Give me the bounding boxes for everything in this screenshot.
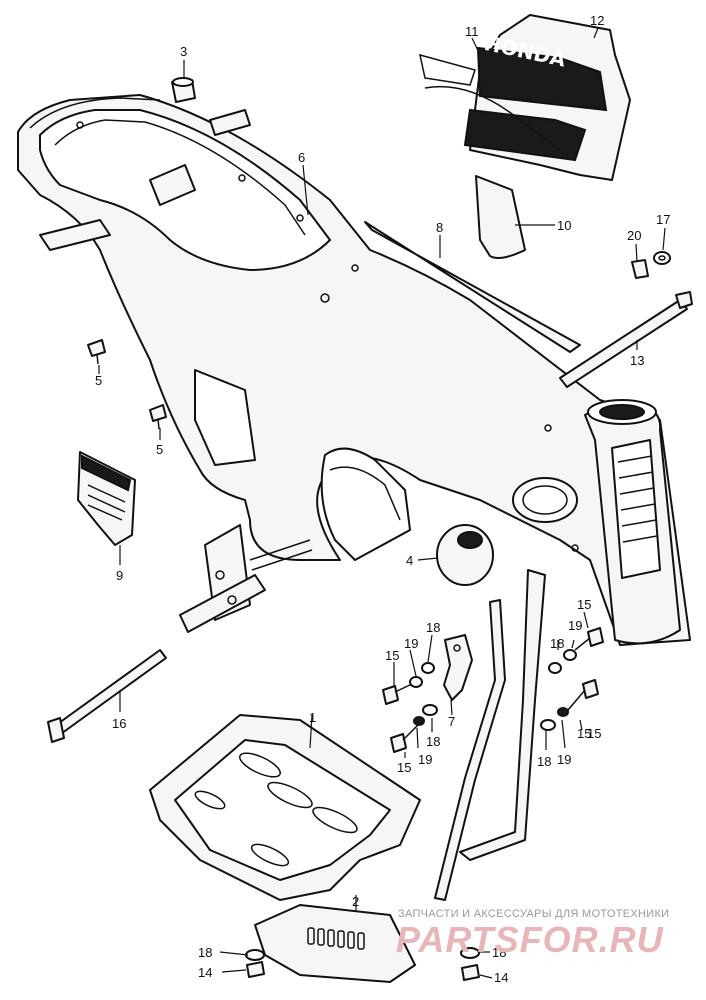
callout-3: 3 <box>180 44 187 59</box>
part-1-floor-board <box>149 714 421 901</box>
callout-19-d: 19 <box>418 752 432 767</box>
fastener-cluster-left <box>382 662 438 753</box>
callout-1: 1 <box>309 710 316 725</box>
callout-14-a: 14 <box>198 965 212 980</box>
callout-7: 7 <box>448 714 455 729</box>
part-10-plate <box>475 175 526 259</box>
callout-2: 2 <box>352 894 359 909</box>
steering-head-tube <box>584 399 681 645</box>
leader-lines <box>98 27 666 979</box>
part-4-grommet <box>436 524 494 586</box>
part-18-grommet-left <box>245 949 265 961</box>
part-2-step-cover <box>254 904 416 983</box>
part-5-screw-upper <box>87 339 106 365</box>
callout-19-a: 19 <box>404 636 418 651</box>
callout-12: 12 <box>590 13 604 28</box>
callout-19-b: 19 <box>568 618 582 633</box>
callout-15-b: 15 <box>577 597 591 612</box>
callout-13: 13 <box>630 353 644 368</box>
callout-18-e: 18 <box>198 945 212 960</box>
callout-15-c: 15 <box>577 726 591 741</box>
part-7-bracket <box>443 634 473 701</box>
part-3-nut <box>171 77 196 103</box>
callout-11: 11 <box>465 24 479 39</box>
watermark-logo: PARTSFOR.RU <box>396 919 664 960</box>
watermark: ЗАПЧАСТИ И АКСЕССУАРЫ ДЛЯ МОТОТЕХНИКИ PA… <box>396 908 669 960</box>
callout-9: 9 <box>116 568 123 583</box>
callout-15-a: 15 <box>385 648 399 663</box>
callout-18-d: 18 <box>537 754 551 769</box>
step-stay-arms <box>434 569 546 901</box>
fastener-cluster-right <box>540 627 604 731</box>
callout-10: 10 <box>557 218 571 233</box>
callout-8: 8 <box>436 220 443 235</box>
callout-18-b: 18 <box>550 636 564 651</box>
part-12-emblem-cover: HONDA <box>419 14 631 181</box>
callout-4: 4 <box>406 553 413 568</box>
main-frame-body <box>17 94 691 646</box>
part-5-screw-lower <box>149 404 167 430</box>
callout-16: 16 <box>112 716 126 731</box>
callout-15-e: 15 <box>587 726 601 741</box>
engine-hanger-bracket <box>179 524 313 633</box>
part-16-engine-bolt <box>47 649 167 743</box>
part-9-id-plate <box>77 451 136 546</box>
callout-17: 17 <box>656 212 670 227</box>
callout-18-a: 18 <box>426 620 440 635</box>
callout-19-e: 19 <box>557 752 571 767</box>
part-14-screw-left <box>246 961 265 978</box>
watermark-tagline: ЗАПЧАСТИ И АКСЕССУАРЫ ДЛЯ МОТОТЕХНИКИ <box>398 908 669 920</box>
callout-5-lower: 5 <box>156 442 163 457</box>
callout-15-d: 15 <box>397 760 411 775</box>
part-18-grommet-right <box>460 947 480 959</box>
callout-14-b: 14 <box>494 970 508 985</box>
part-20-nut <box>631 259 649 279</box>
part-17-washer <box>653 251 671 265</box>
part-8-trim-strip <box>364 221 581 353</box>
callout-labels: 3 6 11 12 8 10 17 20 13 5 5 9 4 15 19 18… <box>95 13 670 985</box>
callout-5-upper: 5 <box>95 373 102 388</box>
callout-18-c: 18 <box>426 734 440 749</box>
callout-20: 20 <box>627 228 641 243</box>
part-13-through-bolt <box>559 291 693 388</box>
callout-6: 6 <box>298 150 305 165</box>
part-14-screw-right <box>461 964 480 981</box>
callout-18-f: 18 <box>492 945 506 960</box>
